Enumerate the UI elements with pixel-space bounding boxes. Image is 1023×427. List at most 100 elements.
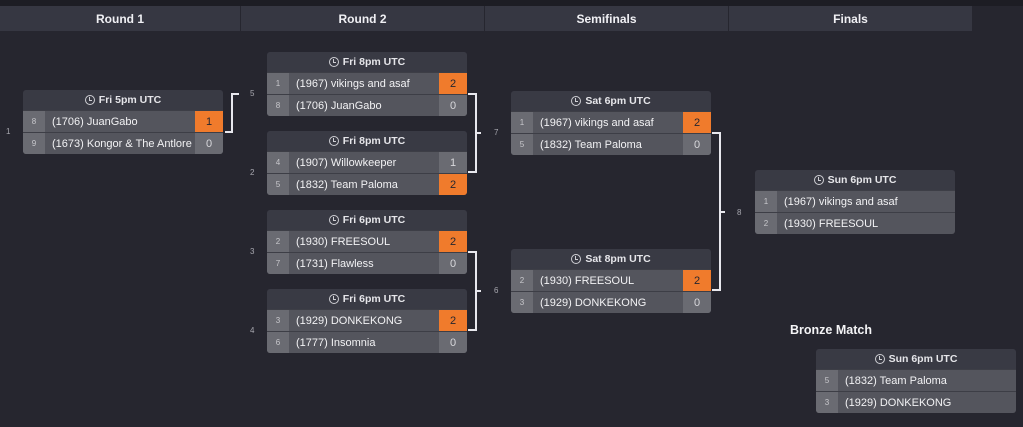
- team-name: (1673) Kongor & The Antlore: [52, 137, 192, 150]
- team-seed: 2: [755, 213, 777, 234]
- column-header-round-1: Round 1: [0, 6, 240, 31]
- clock-icon: [328, 57, 339, 67]
- team-score: 0: [683, 134, 711, 155]
- team-score: 2: [439, 231, 467, 252]
- match-time: Fri 8pm UTC: [342, 135, 406, 147]
- team-seed: 1: [755, 191, 777, 212]
- team-name: (1832) Team Paloma: [845, 374, 947, 387]
- match-number: 7: [494, 128, 499, 137]
- team-score: 2: [683, 112, 711, 133]
- column-header-finals: Finals: [729, 6, 972, 31]
- team-score: 0: [683, 292, 711, 313]
- match-header: Fri 8pm UTC: [267, 131, 467, 151]
- match-header: Fri 8pm UTC: [267, 52, 467, 72]
- team-row[interactable]: 1 (1967) vikings and asaf 2: [511, 111, 711, 133]
- team-score: 1: [195, 111, 223, 132]
- clock-icon: [328, 294, 339, 304]
- clock-icon: [571, 254, 582, 264]
- team-seed: 4: [267, 152, 289, 173]
- top-bar: [0, 0, 1023, 6]
- team-row[interactable]: 2 (1930) FREESOUL 2: [267, 230, 467, 252]
- team-score: 0: [439, 332, 467, 353]
- team-name: (1967) vikings and asaf: [784, 195, 898, 208]
- match-card[interactable]: Sat 6pm UTC 1 (1967) vikings and asaf 2 5 (18…: [511, 91, 711, 155]
- team-seed: 8: [267, 95, 289, 116]
- team-score: 1: [439, 152, 467, 173]
- team-score: 2: [683, 270, 711, 291]
- team-name: (1907) Willowkeeper: [296, 156, 397, 169]
- match-number: 1: [6, 127, 11, 136]
- match-card[interactable]: Fri 8pm UTC 4 (1907) Willowkeeper 1 5 (1832) …: [267, 131, 467, 195]
- match-number: 2: [250, 168, 255, 177]
- team-name: (1832) Team Paloma: [540, 138, 642, 151]
- team-row[interactable]: 7 (1731) Flawless 0: [267, 252, 467, 274]
- bronze-match-title: Bronze Match: [790, 323, 872, 337]
- match-time: Fri 6pm UTC: [342, 293, 406, 305]
- team-score: 0: [439, 253, 467, 274]
- match-header: Fri 6pm UTC: [267, 289, 467, 309]
- team-name: (1930) FREESOUL: [784, 217, 879, 230]
- clock-icon: [328, 136, 339, 146]
- team-name: (1777) Insomnia: [296, 336, 376, 349]
- team-name: (1967) vikings and asaf: [540, 116, 654, 129]
- match-time: Sat 8pm UTC: [585, 253, 651, 265]
- team-seed: 2: [511, 270, 533, 291]
- match-header: Sun 6pm UTC: [755, 170, 955, 190]
- match-time: Fri 8pm UTC: [342, 56, 406, 68]
- team-seed: 1: [511, 112, 533, 133]
- column-header-semifinals: Semifinals: [485, 6, 728, 31]
- clock-icon: [874, 354, 885, 364]
- match-time: Sat 6pm UTC: [585, 95, 651, 107]
- team-seed: 9: [23, 133, 45, 154]
- team-score: 0: [195, 133, 223, 154]
- clock-icon: [84, 95, 95, 105]
- team-row[interactable]: 1 (1967) vikings and asaf: [755, 190, 955, 212]
- team-row[interactable]: 4 (1907) Willowkeeper 1: [267, 151, 467, 173]
- team-seed: 3: [267, 310, 289, 331]
- team-seed: 5: [267, 174, 289, 195]
- team-name: (1731) Flawless: [296, 257, 374, 270]
- team-seed: 7: [267, 253, 289, 274]
- team-seed: 2: [267, 231, 289, 252]
- match-number: 3: [250, 247, 255, 256]
- match-time: Fri 6pm UTC: [342, 214, 406, 226]
- match-time: Sun 6pm UTC: [888, 353, 958, 365]
- match-header: Sat 6pm UTC: [511, 91, 711, 111]
- match-number: 6: [494, 286, 499, 295]
- team-row[interactable]: 3(1929) DONKEKONG: [816, 391, 1016, 413]
- team-score: 2: [439, 310, 467, 331]
- match-number: 8: [737, 208, 742, 217]
- team-score: 2: [439, 174, 467, 195]
- team-row[interactable]: 5(1832) Team Paloma: [816, 369, 1016, 391]
- team-seed: 3: [511, 292, 533, 313]
- match-header: Fri 6pm UTC: [267, 210, 467, 230]
- match-number: 5: [250, 89, 255, 98]
- team-row[interactable]: 2 (1930) FREESOUL: [755, 212, 955, 234]
- team-name: (1930) FREESOUL: [296, 235, 391, 248]
- match-number: 4: [250, 326, 255, 335]
- team-row[interactable]: 5 (1832) Team Paloma 2: [267, 173, 467, 195]
- team-seed: 5: [511, 134, 533, 155]
- team-name: (1832) Team Paloma: [296, 178, 398, 191]
- match-header: Sat 8pm UTC: [511, 249, 711, 269]
- column-header-round-2: Round 2: [241, 6, 484, 31]
- team-row[interactable]: 3 (1929) DONKEKONG 0: [511, 291, 711, 313]
- team-row[interactable]: 5 (1832) Team Paloma 0: [511, 133, 711, 155]
- team-name: (1929) DONKEKONG: [540, 296, 647, 309]
- team-seed: 3: [816, 392, 838, 413]
- team-name: (1706) JuanGabo: [52, 115, 138, 128]
